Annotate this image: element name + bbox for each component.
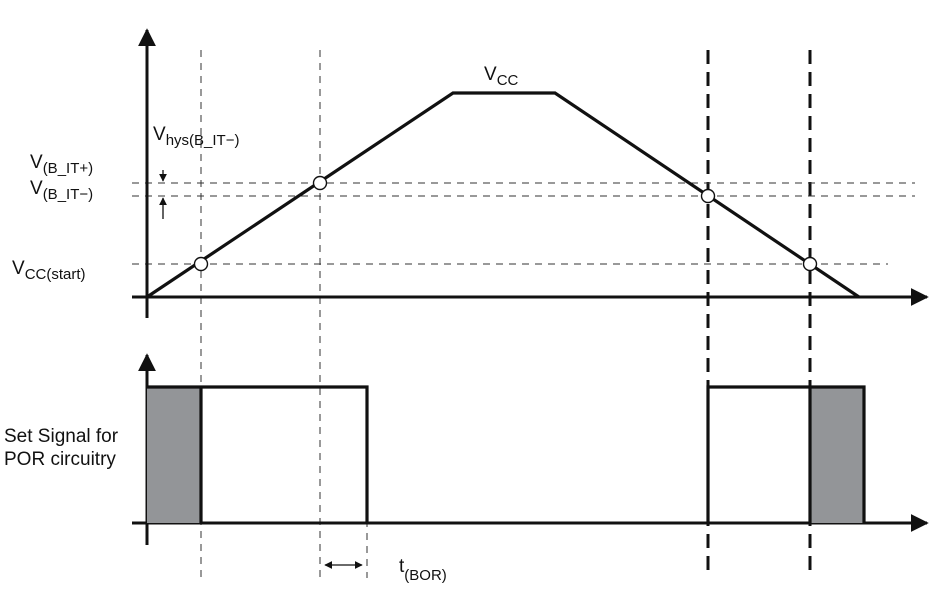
label-set-signal-line2: POR circuitry (4, 449, 116, 470)
label-vcc-start-sub: CC(start) (25, 266, 86, 283)
marker-threshold-rise (312, 175, 328, 191)
label-v-hys: Vhys(B_IT−) (153, 124, 239, 149)
label-v-hys-main: V (153, 124, 166, 145)
marker-vcc-start-fall (802, 256, 818, 272)
shaded-region-shutdown (810, 387, 864, 523)
marker-threshold-fall (700, 188, 716, 204)
set-signal-pulse-1 (147, 385, 369, 523)
label-vcc-sub: CC (497, 72, 519, 89)
label-set-signal-line1: Set Signal for (4, 426, 119, 447)
label-vcc-start: VCC(start) (12, 258, 86, 283)
label-v-b-it-minus-sub: (B_IT−) (43, 186, 93, 203)
label-t-bor-sub: (BOR) (404, 567, 447, 584)
label-t-bor: t(BOR) (399, 556, 447, 584)
label-v-hys-sub: hys(B_IT−) (166, 132, 240, 149)
label-t-bor-main: t (399, 556, 405, 577)
label-v-b-it-plus-main: V (30, 152, 43, 173)
label-vcc-start-main: V (12, 258, 25, 279)
vcc-waveform (146, 91, 860, 299)
label-v-b-it-plus: V(B_IT+) (30, 152, 93, 177)
label-vcc: VCC (484, 64, 519, 89)
set-signal-pulse-2 (706, 385, 866, 523)
shaded-region-startup (147, 387, 201, 523)
label-v-b-it-plus-sub: (B_IT+) (43, 160, 93, 177)
label-v-b-it-minus-main: V (30, 178, 43, 199)
label-v-b-it-minus: V(B_IT−) (30, 178, 93, 203)
label-vcc-main: V (484, 64, 497, 85)
marker-vcc-start-rise (193, 256, 209, 272)
